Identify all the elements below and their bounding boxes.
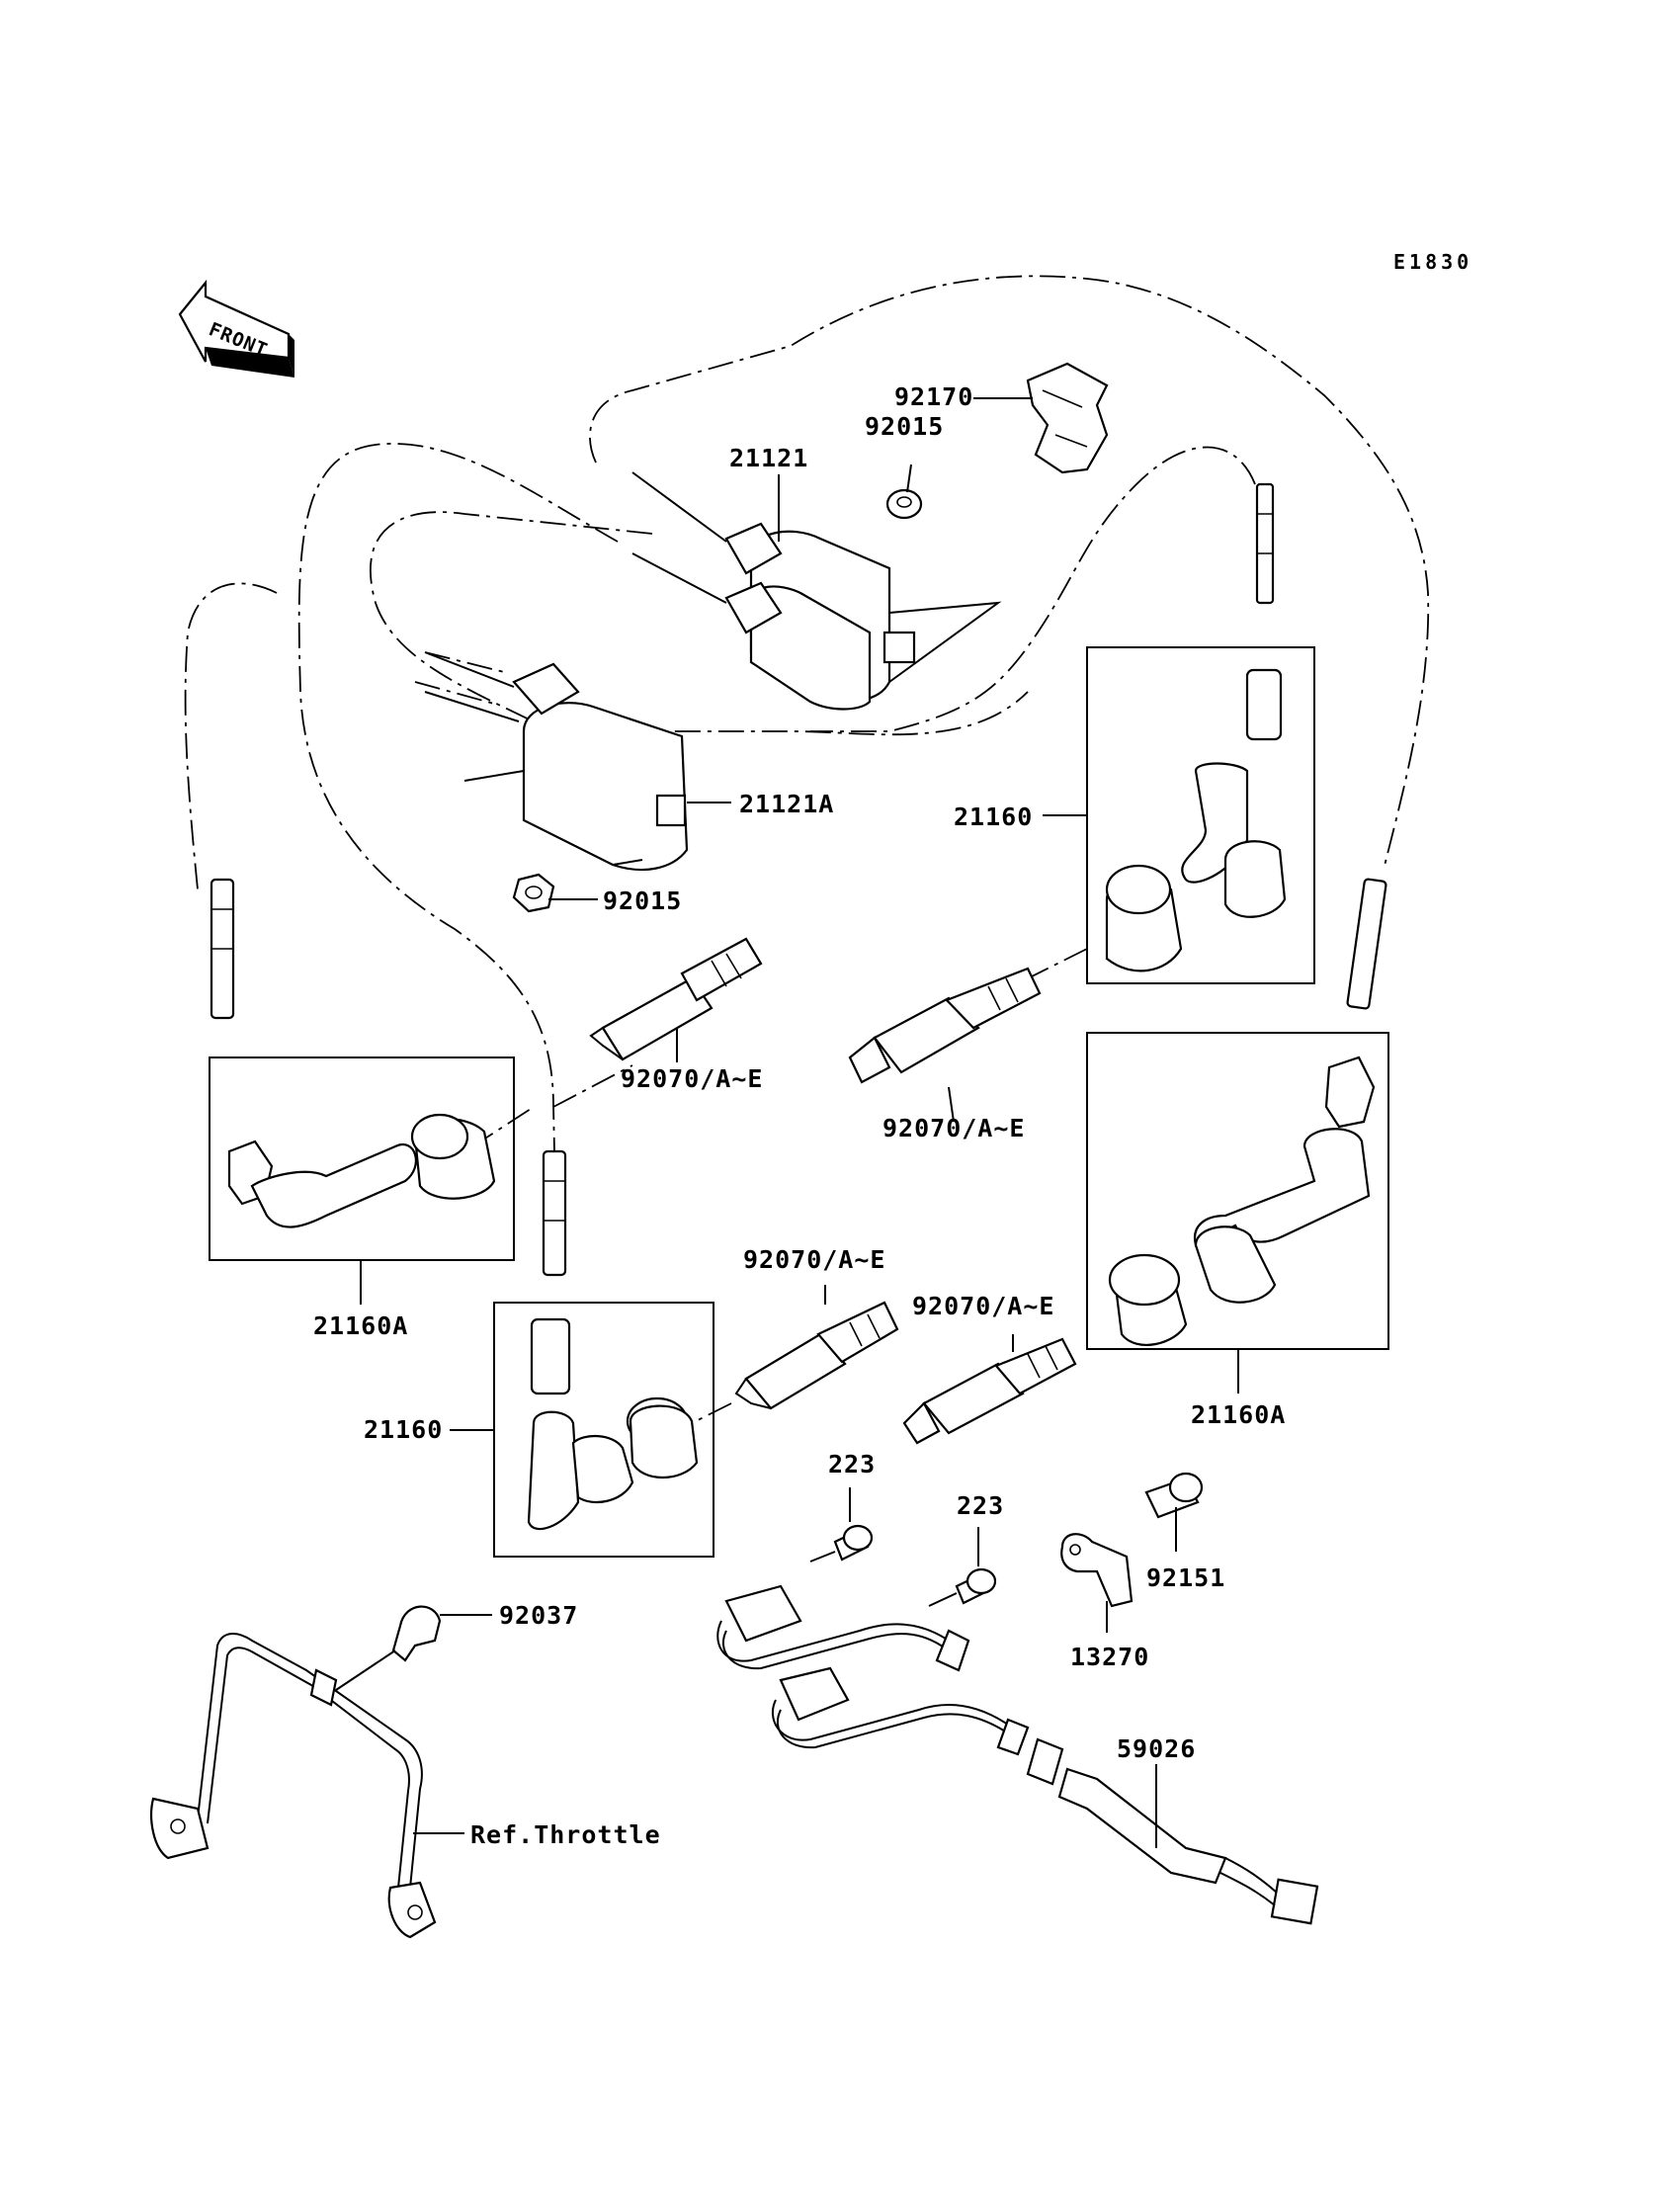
front-arrow-icon: FRONT [178, 279, 294, 378]
plug-cap-21160-center [527, 1149, 699, 1531]
label-92070-lower-right: 92070/A~E [912, 1292, 1054, 1320]
clamp-92037 [335, 1605, 442, 1691]
grommet-92015-bottom [512, 873, 555, 913]
screw-223-left [809, 1524, 874, 1563]
cable-terminal-upper-right [1255, 482, 1275, 605]
label-21160a-right: 21160A [1191, 1400, 1286, 1429]
leader-outer-left [297, 443, 619, 1197]
ignition-coil-21121 [631, 471, 1002, 711]
leader-middle-loop [370, 511, 1029, 736]
label-92070-right: 92070/A~E [882, 1114, 1025, 1142]
leader-coil-a [414, 651, 505, 705]
label-92170: 92170 [894, 382, 973, 411]
label-92037: 92037 [499, 1601, 578, 1630]
label-92070-center: 92070/A~E [743, 1245, 885, 1274]
label-21121a: 21121A [739, 790, 834, 818]
spark-plug-92070-center [734, 1301, 899, 1410]
label-59026: 59026 [1117, 1734, 1196, 1763]
label-223-right: 223 [957, 1491, 1004, 1520]
leader-plug-center [691, 1402, 732, 1424]
harness-59026 [716, 1584, 1319, 1925]
label-92070-left: 92070/A~E [621, 1064, 763, 1093]
bracket-13270 [1060, 1533, 1134, 1608]
grommet-92015-top [885, 488, 923, 520]
bolt-92151 [1144, 1472, 1204, 1519]
callout-leaders [360, 397, 1239, 1848]
leader-far-left [184, 582, 278, 890]
label-21160a-left: 21160A [313, 1311, 408, 1340]
throttle-bracket [150, 1633, 437, 1939]
label-21160-right: 21160 [954, 803, 1033, 831]
spark-plug-92070-left [589, 937, 763, 1061]
label-ref-throttle: Ref.Throttle [470, 1820, 661, 1849]
spark-plug-92070-lower-right [902, 1337, 1077, 1445]
diagram-code: E1830 [1393, 250, 1472, 274]
label-92015-top: 92015 [865, 412, 944, 441]
label-223-left: 223 [828, 1450, 876, 1479]
label-92015-bottom: 92015 [603, 887, 682, 915]
spark-plug-92070-right [848, 967, 1042, 1084]
plug-cap-21160a-left [210, 878, 496, 1228]
screw-223-right [928, 1567, 997, 1607]
clip-92170 [1026, 362, 1109, 474]
label-92151: 92151 [1146, 1563, 1225, 1592]
leader-upper-right [810, 446, 1256, 732]
plug-cap-21160a-right [1108, 878, 1387, 1346]
plug-cap-21160-right [1105, 668, 1287, 972]
label-21160-center: 21160 [364, 1415, 443, 1444]
label-13270: 13270 [1070, 1643, 1149, 1671]
label-21121: 21121 [729, 444, 808, 472]
ignition-coil-21121a [424, 651, 689, 872]
leader-upper-loop [589, 275, 1430, 871]
